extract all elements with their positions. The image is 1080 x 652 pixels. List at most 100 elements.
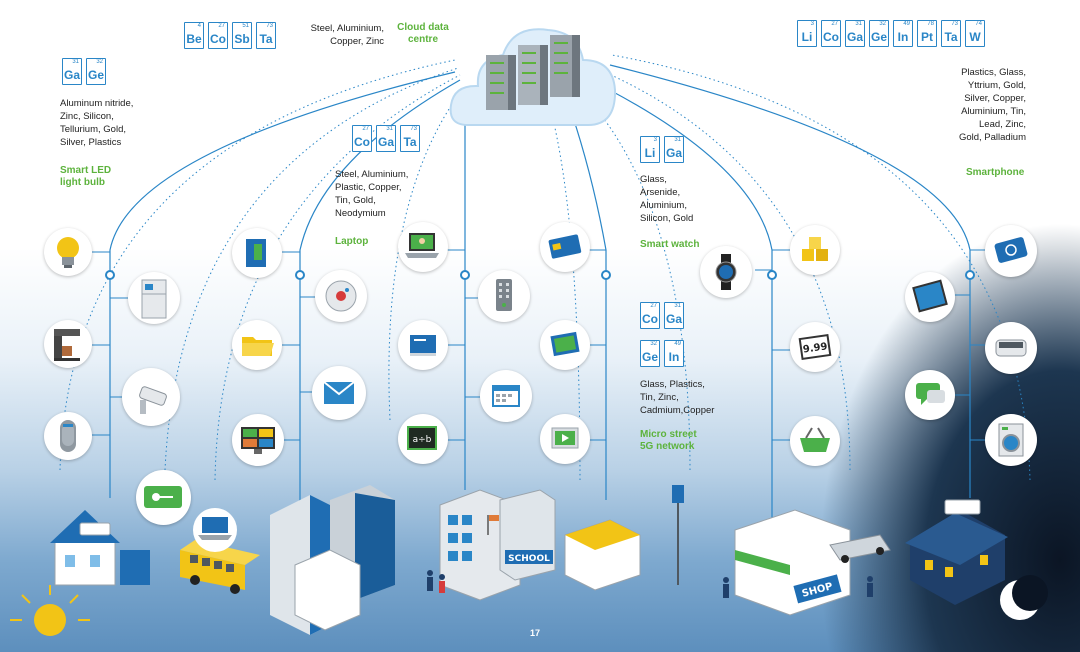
sun-icon — [10, 585, 90, 636]
car-icon — [829, 534, 891, 563]
coffee-machine-device — [44, 320, 92, 368]
cloud-folder-device — [232, 320, 282, 370]
washing-machine-icon — [998, 423, 1024, 457]
moon-icon — [1000, 575, 1048, 620]
tablet-book-device — [540, 320, 590, 370]
cloud-label: Cloud data centre — [397, 22, 449, 45]
smart-switch-device — [232, 228, 282, 278]
smart-bulb-device — [44, 228, 92, 276]
laptop-label: Laptop — [335, 236, 369, 247]
smart-warehouse-device — [790, 225, 840, 275]
coffee-machine-icon — [54, 329, 80, 361]
email-device — [312, 366, 366, 420]
washing-machine-device — [985, 414, 1037, 466]
video-call-device — [232, 414, 284, 466]
window-display-icon — [912, 279, 948, 313]
laptop-materials: Steel, Aluminium, Plastic, Copper, Tin, … — [335, 169, 409, 219]
keypad-lock-icon — [496, 279, 512, 311]
smart-fridge-device — [128, 272, 180, 324]
smartphone-device — [985, 225, 1037, 277]
credit-card-icon — [548, 234, 582, 259]
smoke-detector-device — [315, 270, 367, 322]
formula-text: a÷b — [413, 435, 432, 445]
payment-card-device — [540, 222, 590, 272]
book-icon — [410, 335, 436, 356]
air-purifier-device — [44, 412, 92, 460]
page-number: 17 — [530, 628, 541, 638]
play-screen-icon — [551, 427, 579, 449]
blackboard-icon: a÷b — [407, 426, 437, 450]
chat-device — [905, 370, 955, 420]
phone-label: Smartphone — [966, 167, 1025, 178]
school-sign: SCHOOL — [508, 554, 550, 564]
house-right-icon — [905, 499, 1008, 605]
watch-materials: Glass, Arsenide, Aluminium, Silicon, Gol… — [640, 174, 694, 224]
video-conference-icon — [241, 427, 275, 454]
led-label: Smart LED light bulb — [60, 165, 112, 188]
network-materials: Glass, Plastics, Tin, Zinc, Cadmium,Copp… — [640, 379, 715, 416]
ebook-device — [398, 320, 448, 370]
tablet-icon — [550, 331, 580, 357]
house-left-icon — [50, 510, 150, 586]
smart-watch-icon — [715, 254, 737, 290]
people-icon — [427, 570, 873, 598]
chat-bubble-icon — [916, 383, 945, 405]
vr-headset-icon — [995, 339, 1027, 357]
smart-key-device — [136, 470, 191, 525]
air-purifier-icon — [60, 420, 76, 452]
security-camera-icon — [139, 386, 167, 414]
office-tower-icon — [270, 485, 395, 635]
laptop-device — [398, 222, 448, 272]
light-bulb-icon — [57, 237, 79, 268]
watch-label: Smart watch — [640, 239, 700, 250]
calendar-device — [480, 370, 532, 422]
email-envelope-icon — [323, 381, 355, 404]
shopping-basket-device — [790, 416, 840, 466]
door-sensor-icon — [246, 239, 266, 267]
folder-icon — [242, 337, 274, 356]
price-tag-device: 9.99 — [790, 322, 840, 372]
blackboard-device: a÷b — [398, 414, 448, 464]
school-bus-icon — [180, 540, 260, 594]
cafe-building-icon — [564, 519, 641, 591]
vr-headset-device — [985, 322, 1037, 374]
door-lock-device — [478, 270, 530, 322]
school-building-icon: SCHOOL — [439, 489, 556, 601]
smart-window-device — [905, 272, 955, 322]
ground-scene: SCHOOL SHOP — [10, 485, 1048, 636]
key-card-icon — [144, 486, 182, 508]
boxes-icon — [802, 237, 828, 261]
cloud-materials: Steel, Aluminium, Copper, Zinc — [310, 23, 384, 47]
smoke-detector-icon — [325, 280, 357, 312]
smartphone-icon — [994, 237, 1028, 263]
price-text: 9.99 — [802, 341, 828, 355]
